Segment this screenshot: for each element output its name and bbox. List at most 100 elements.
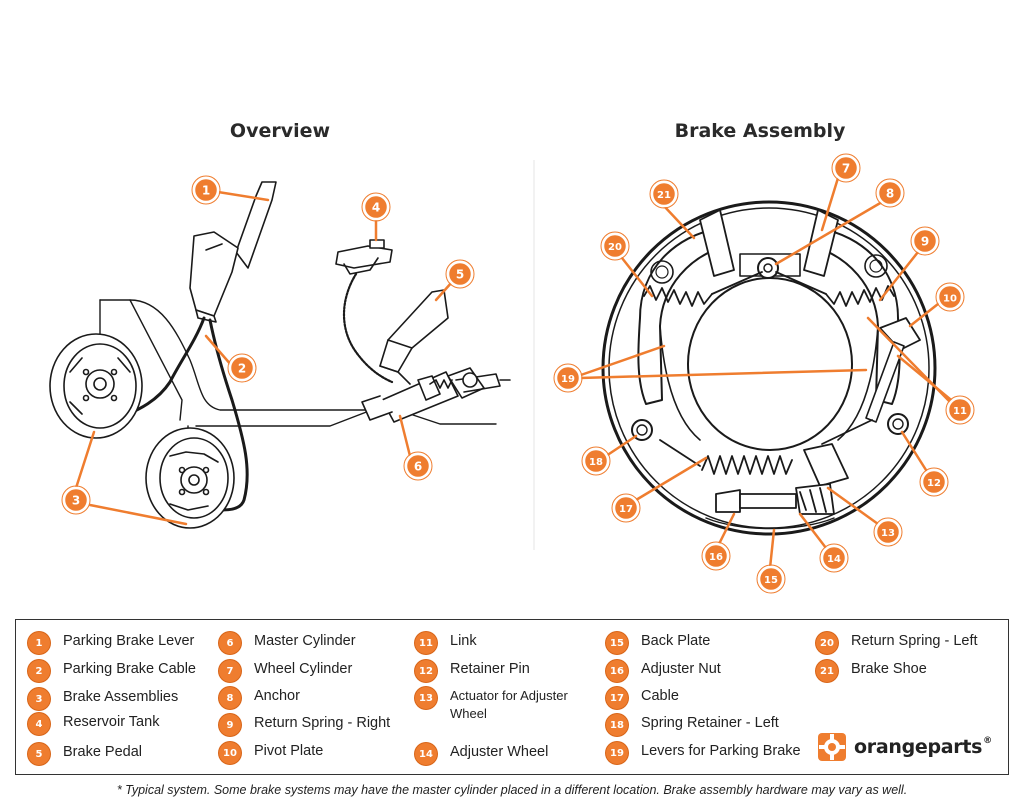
overview-title: Overview [229, 120, 331, 142]
legend-badge: 21 [816, 660, 838, 682]
svg-text:19: 19 [561, 374, 575, 385]
legend-label: Return Spring - Left [851, 633, 978, 649]
legend-badge: 10 [219, 742, 241, 764]
overview-diagram [49, 181, 511, 529]
retainer-pin-drawing [887, 413, 909, 435]
adjuster-drawing [715, 483, 835, 515]
callout-19: 19 [553, 363, 583, 393]
bottom-spring-drawing [659, 419, 873, 475]
actuator-drawing [803, 443, 849, 487]
svg-text:8: 8 [886, 187, 894, 201]
spring-retainer-left-drawing [631, 419, 653, 441]
legend-label: Parking Brake Lever [63, 633, 195, 649]
legend-label: Actuator for Adjuster Wheel [450, 688, 568, 721]
legend-item-5: 5 Brake Pedal [28, 743, 142, 765]
callouts: 1 2 3 4 5 6 7 8 9 10 11 12 13 14 15 16 1… [61, 153, 975, 594]
legend-item-7: 7 Wheel Cylinder [219, 660, 352, 682]
legend-badge: 17 [606, 687, 628, 709]
legend-label: Brake Pedal [63, 744, 142, 760]
callout-10: 10 [935, 282, 965, 312]
legend-badge: 3 [28, 688, 50, 710]
callout-15: 15 [756, 564, 786, 594]
legend-label: Levers for Parking Brake [641, 743, 801, 759]
legend-item-3: 3 Brake Assemblies [28, 688, 178, 710]
callout-18: 18 [581, 446, 611, 476]
legend-badge: 5 [28, 743, 50, 765]
brake-shoe-left [637, 227, 727, 405]
svg-text:10: 10 [943, 294, 957, 305]
callout-14: 14 [819, 543, 849, 573]
brake-assembly-left-drawing [49, 333, 143, 439]
legend-badge: 14 [415, 743, 437, 765]
legend-badge: 11 [415, 632, 437, 654]
legend-label: Adjuster Nut [641, 661, 721, 677]
legend-badge: 15 [606, 632, 628, 654]
legend-badge: 6 [219, 632, 241, 654]
callout-16: 16 [701, 541, 731, 571]
legend-label: Wheel Cylinder [254, 661, 353, 677]
svg-text:9: 9 [921, 235, 929, 249]
legend-box: 1 Parking Brake Lever 2 Parking Brake Cabl… [15, 619, 1009, 775]
callout-7: 7 [831, 153, 861, 183]
logo-wordmark: orangeparts® [854, 736, 992, 758]
link-drawing [865, 341, 905, 423]
svg-text:7: 7 [842, 162, 850, 176]
callout-6: 6 [403, 451, 433, 481]
svg-text:20: 20 [608, 242, 622, 253]
svg-text:3: 3 [72, 494, 80, 508]
callout-4: 4 [361, 192, 391, 222]
legend-label: Pivot Plate [254, 743, 324, 759]
legend-badge: 4 [28, 713, 50, 735]
legend-item-17: 17 Cable [606, 687, 679, 709]
svg-text:1: 1 [202, 184, 210, 198]
legend-label: Adjuster Wheel [450, 744, 549, 760]
svg-text:5: 5 [456, 268, 464, 282]
legend-label: Brake Assemblies [63, 689, 179, 705]
svg-text:13: 13 [881, 528, 895, 539]
leader-lines [74, 176, 958, 570]
legend-badge: 7 [219, 660, 241, 682]
legend-label: Parking Brake Cable [63, 661, 196, 677]
callout-1: 1 [191, 175, 221, 205]
callout-9: 9 [910, 226, 940, 256]
legend-badge: 8 [219, 687, 241, 709]
brake-pedal-drawing [379, 289, 449, 385]
footnote: * Typical system. Some brake systems may… [116, 783, 908, 797]
svg-text:12: 12 [927, 478, 941, 489]
legend-label: Link [450, 633, 477, 649]
callout-3: 3 [61, 485, 91, 515]
brake-assembly-diagram [601, 200, 937, 536]
callout-12: 12 [919, 467, 949, 497]
diagram-scene: 1 2 3 4 5 6 7 8 9 10 11 12 13 14 15 16 1… [49, 153, 975, 594]
svg-text:11: 11 [953, 406, 967, 417]
svg-text:6: 6 [414, 460, 422, 474]
brake-assembly-title: Brake Assembly [674, 120, 846, 142]
legend-item-11: 11 Link [415, 632, 477, 654]
callout-2: 2 [227, 353, 257, 383]
callout-20: 20 [600, 231, 630, 261]
anchor-drawing [757, 257, 779, 279]
svg-text:21: 21 [657, 190, 671, 201]
legend-badge: 12 [415, 660, 437, 682]
legend-badge: 2 [28, 660, 50, 682]
master-cylinder-drawing [361, 367, 511, 423]
legend-label: Master Cylinder [254, 633, 356, 649]
gear-icon [818, 733, 846, 761]
parking-brake-lever-drawing [189, 181, 277, 323]
legend-badge: 1 [28, 632, 50, 654]
legend-item-2: 2 Parking Brake Cable [28, 660, 196, 682]
return-spring-left-drawing [643, 271, 763, 307]
callout-21: 21 [649, 179, 679, 209]
reservoir-tank-drawing [335, 239, 394, 384]
legend-label: Cable [641, 688, 679, 704]
callout-5: 5 [445, 259, 475, 289]
